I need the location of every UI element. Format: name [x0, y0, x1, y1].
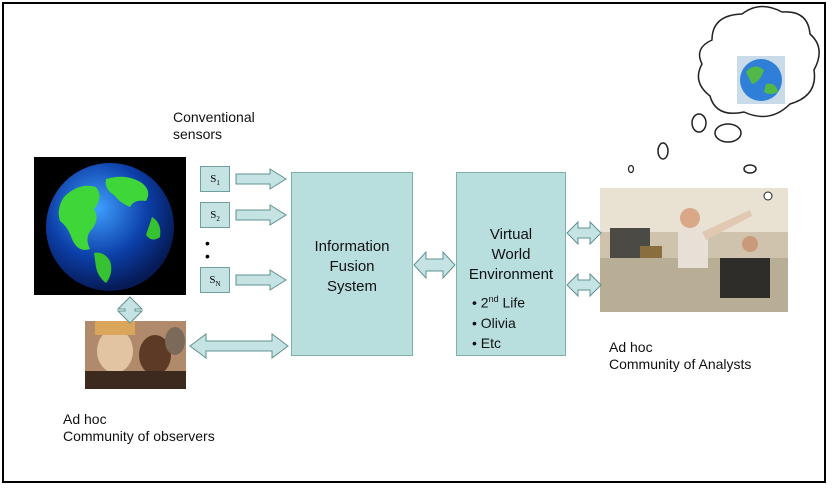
- sensor-s1: S1: [200, 166, 230, 192]
- vw-bullet-item: • 2nd Life: [472, 294, 526, 311]
- vw-bullet-item: • Etc: [472, 334, 502, 351]
- sensor-s2: S2: [200, 202, 230, 228]
- vw-bullet-item: • Olivia: [472, 314, 516, 331]
- arrow-vw-analysts-2: [566, 272, 602, 298]
- vw-line2: World: [491, 246, 531, 263]
- fusion-line2: Fusion: [329, 258, 375, 275]
- arrow-s2: [235, 204, 287, 226]
- ellipsis-dot: •: [205, 248, 210, 264]
- slide-frame: [2, 2, 826, 483]
- arrow-earth-observers: [116, 296, 144, 324]
- sensor-sn: SN: [200, 267, 230, 293]
- information-fusion-system-box: Information Fusion System: [291, 172, 413, 356]
- observers-label: Ad hoc Community of observers: [63, 411, 215, 444]
- arrow-fusion-vw: [413, 250, 456, 280]
- fusion-line3: System: [326, 278, 377, 295]
- arrow-vw-analysts-1: [566, 220, 602, 246]
- vw-bullet-list: • 2nd Life • Olivia • Etc: [472, 289, 525, 353]
- observers-photo: [85, 321, 186, 389]
- conventional-sensors-label: Conventional sensors: [173, 109, 255, 142]
- earth-image: [34, 157, 186, 295]
- arrow-s1: [235, 168, 287, 190]
- vw-line3: Environment: [468, 266, 554, 283]
- analysts-label: Ad hoc Community of Analysts: [609, 339, 752, 372]
- virtual-world-environment-box: Virtual World Environment • 2nd Life • O…: [456, 172, 566, 356]
- arrow-sn: [235, 269, 287, 291]
- arrow-observers-fusion: [189, 333, 289, 359]
- ellipsis-dot: •: [205, 235, 210, 251]
- analysts-photo: [600, 188, 788, 312]
- fusion-line1: Information: [314, 238, 390, 255]
- vw-line1: Virtual: [489, 226, 533, 243]
